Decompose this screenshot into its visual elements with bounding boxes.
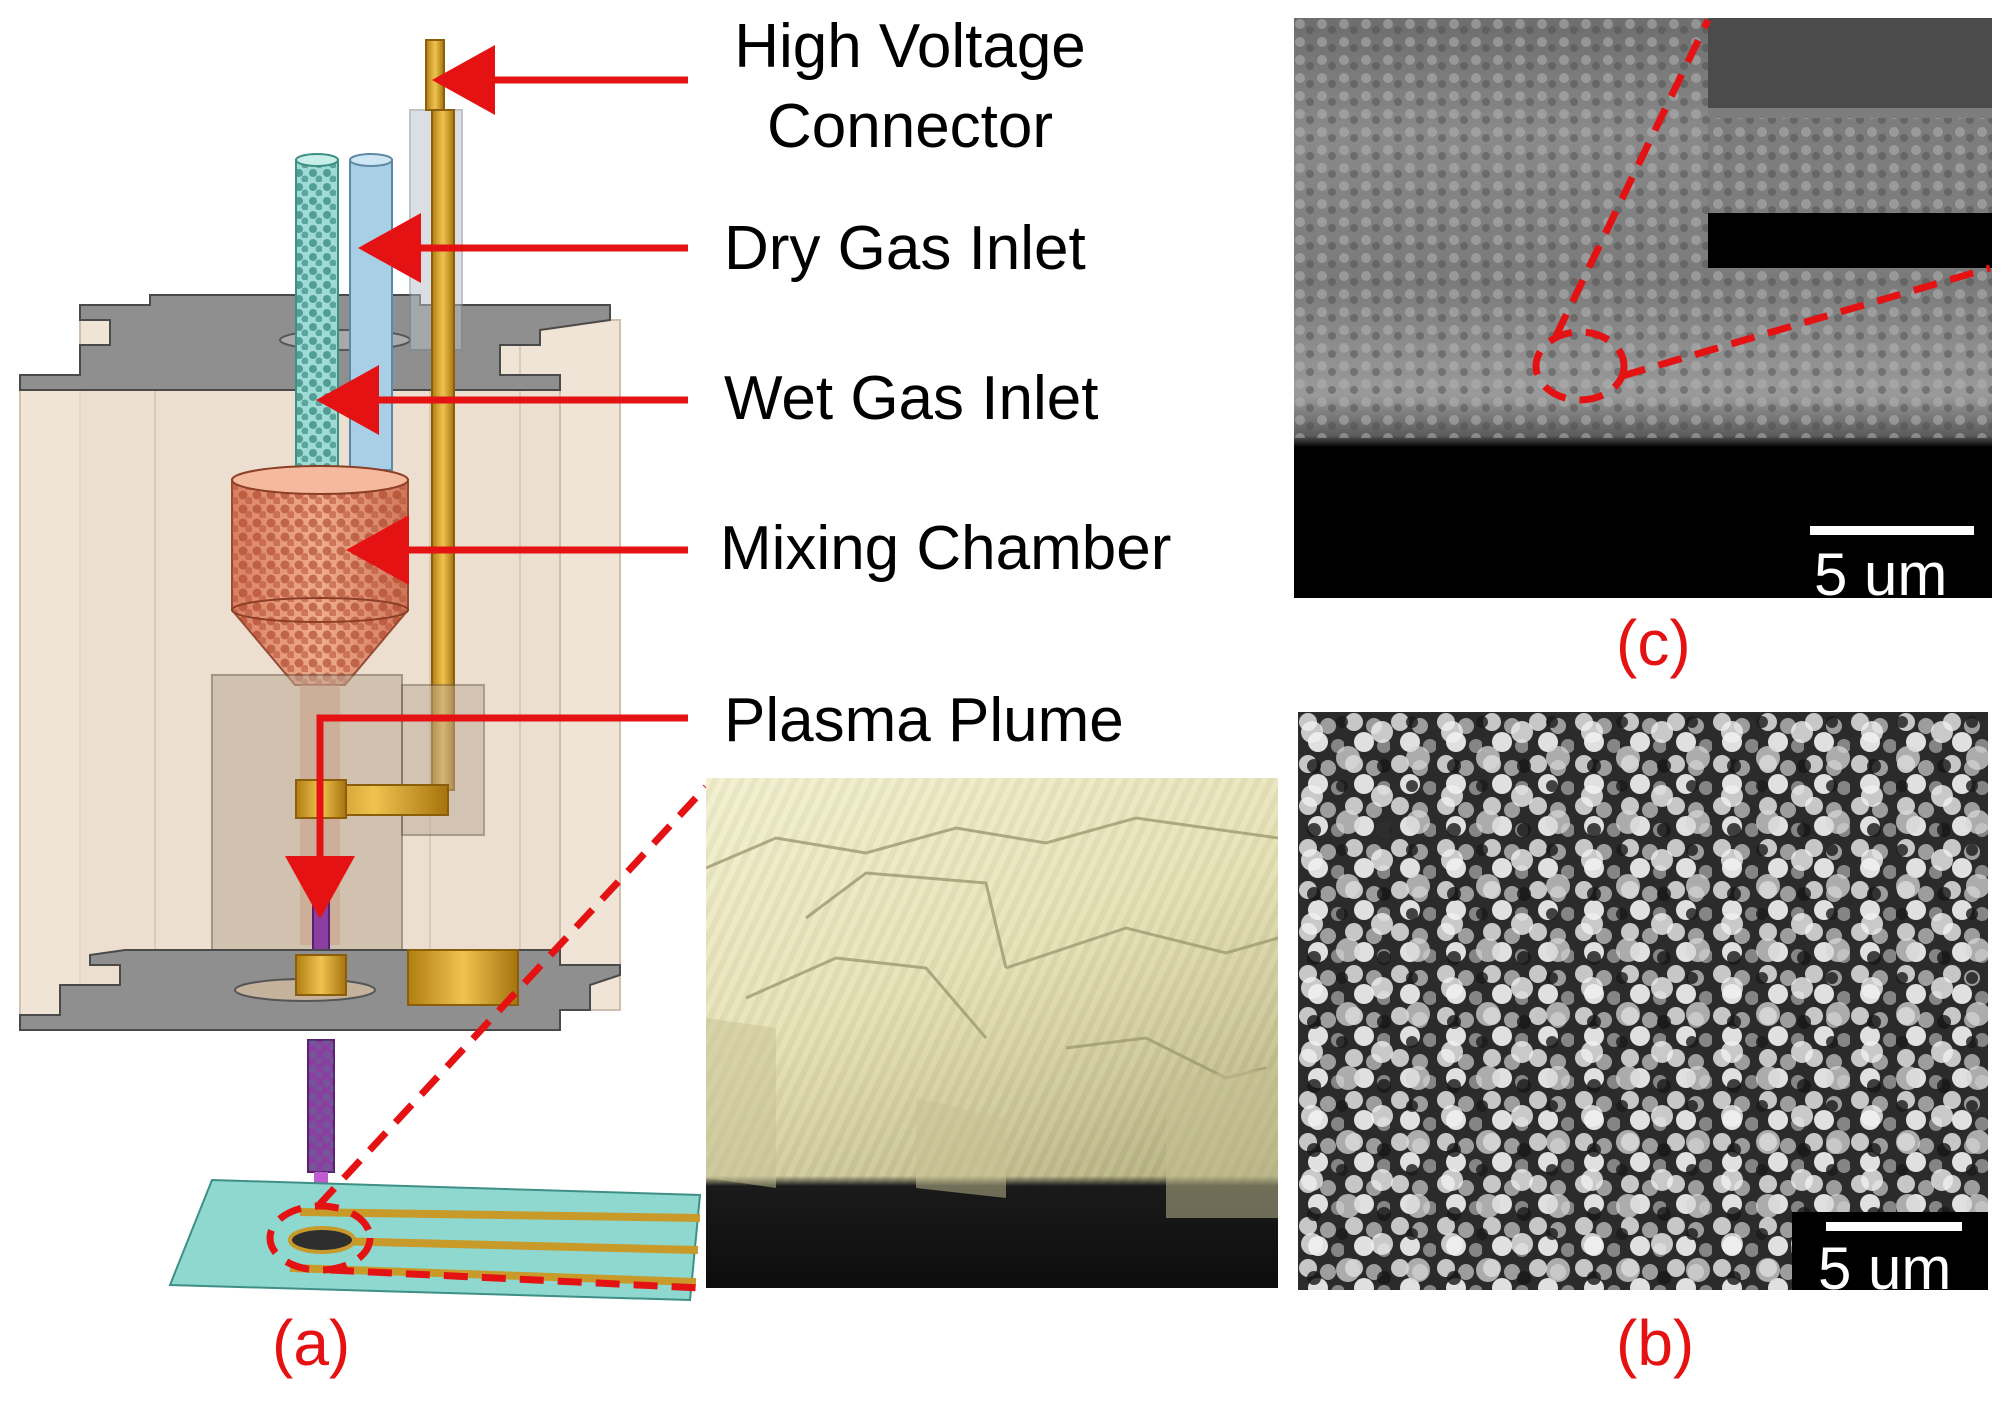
sem-top-view-image (1298, 712, 1988, 1290)
sem-cross-section-image (1294, 18, 1992, 598)
wet-gas-inlet-label: Wet Gas Inlet (724, 364, 1099, 433)
scale-bar-c (1810, 526, 1974, 535)
zoom-indicator-a (266, 784, 709, 1292)
plasma-plume-label: Plasma Plume (724, 686, 1124, 755)
scale-bar-c-label: 5 um (1814, 541, 1948, 608)
dry-gas-tube (349, 153, 393, 471)
panel-label-c: (c) (1616, 607, 1691, 679)
wet-gas-tube (295, 153, 339, 491)
high-voltage-connector-label: High Voltage Connector (720, 16, 1100, 158)
panel-label-a: (a) (272, 1307, 351, 1379)
high-voltage-label-line1: High Voltage (734, 12, 1086, 81)
sensor-substrate (168, 1178, 702, 1302)
nanostructure-render (706, 778, 1278, 1288)
high-voltage-label-line2: Connector (766, 92, 1054, 161)
plasma-plume (307, 1039, 335, 1194)
bottom-plate (19, 949, 621, 1031)
dry-gas-inlet-label: Dry Gas Inlet (724, 214, 1086, 283)
label-arrows (285, 45, 688, 919)
scale-bar-b-label: 5 um (1818, 1235, 1952, 1302)
panel-label-b: (b) (1616, 1307, 1695, 1379)
mixing-chamber-label: Mixing Chamber (720, 514, 1172, 583)
scale-bar-b (1826, 1222, 1962, 1231)
